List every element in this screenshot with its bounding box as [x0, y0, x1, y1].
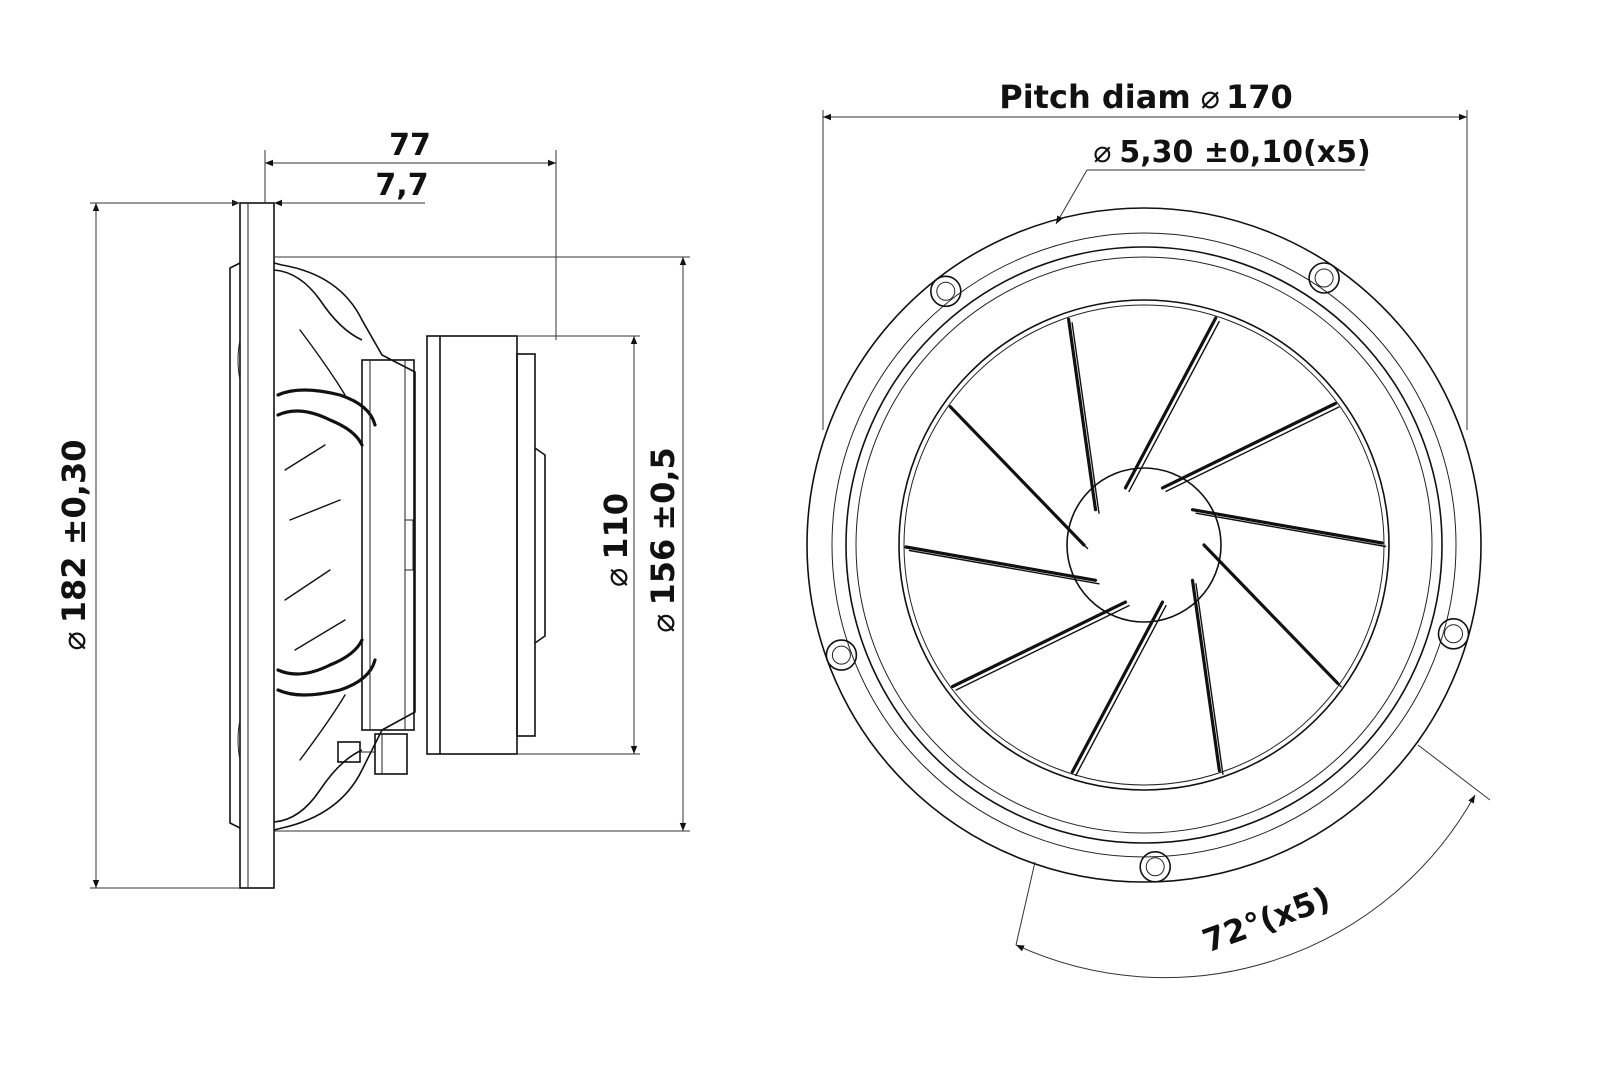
surround-profile [229, 262, 241, 829]
cone-blade [1190, 508, 1384, 545]
cone-blade-shadow [1128, 320, 1220, 493]
cone-blade [1190, 578, 1222, 773]
cone-blade-shadow [953, 409, 1089, 550]
cone-blade [904, 545, 1098, 582]
cone-blade-shadow [1165, 406, 1340, 493]
cone-blade-shadow [955, 604, 1130, 691]
mounting-hole [929, 275, 962, 308]
basket-outline [273, 262, 416, 831]
cone-blade [1123, 316, 1218, 490]
mounting-hole [1308, 262, 1340, 294]
angle-spec-label: 72°(x5) [1197, 879, 1335, 960]
flange-thickness-label: 7,7 [375, 168, 428, 203]
cone-blade [1070, 600, 1165, 774]
dust-cap [1066, 467, 1222, 623]
cone-blade-shadow [1071, 322, 1100, 514]
mounting-hole [825, 639, 858, 671]
cone-blade [1066, 317, 1098, 512]
depth-total-label: 77 [389, 128, 431, 163]
outer-diameter-label: ⌀182 ±0,30 [55, 440, 93, 651]
cone-blade-shadow [908, 549, 1100, 585]
hole-spec-label: ⌀5,30 ±0,10(x5) [1093, 135, 1370, 170]
flange [239, 202, 275, 889]
cone-blade [950, 600, 1128, 689]
magnet-diameter-label: ⌀110 [597, 493, 635, 587]
cone-blade-shadow [1206, 547, 1342, 688]
mounting-hole [1437, 617, 1470, 650]
cone-blade-shadow [1195, 512, 1387, 548]
side-dimensions: 77 7,7 ⌀182 ±0,30 ⌀110 ⌀156±0,5 [55, 128, 690, 889]
mounting-holes [825, 262, 1470, 883]
terminal-connector [337, 733, 408, 775]
cone-blade-shadow [1075, 604, 1167, 777]
pitch-diameter-label: Pitch diam⌀170 [999, 78, 1292, 116]
cone-blade [1160, 401, 1338, 490]
front-view [806, 207, 1482, 883]
cone-blade-shadow [1195, 583, 1224, 775]
cutout-diameter-label: ⌀156±0,5 [644, 447, 682, 633]
side-view [229, 202, 546, 889]
cone-blades [904, 316, 1387, 777]
